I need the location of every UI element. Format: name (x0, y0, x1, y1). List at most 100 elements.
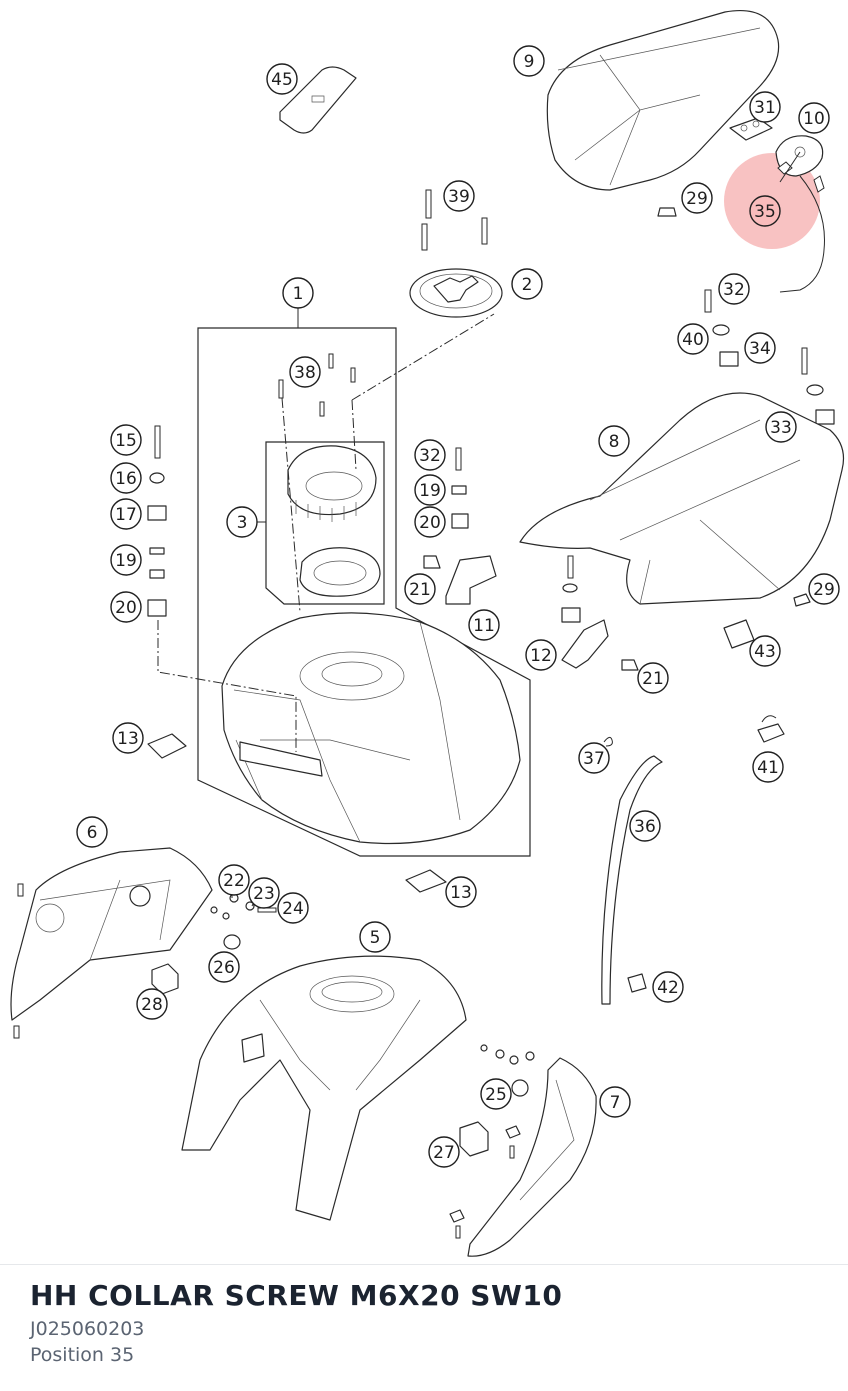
part-29-rubber-buffer[interactable] (657, 207, 811, 607)
svg-text:29: 29 (813, 580, 835, 600)
svg-text:33: 33 (770, 418, 792, 438)
svg-text:6: 6 (87, 823, 98, 843)
callout-8[interactable]: 8 (598, 425, 630, 457)
callout-42[interactable]: 42 (652, 971, 684, 1003)
callout-7[interactable]: 7 (599, 1086, 631, 1118)
part-34-rubber[interactable] (719, 351, 835, 425)
part-39-screws[interactable] (421, 189, 488, 251)
callout-28[interactable]: 28 (136, 988, 168, 1020)
callout-27[interactable]: 27 (428, 1136, 460, 1168)
part-27-bushing[interactable] (459, 1121, 489, 1157)
callout-29-right[interactable]: 29 (808, 573, 840, 605)
callout-1[interactable]: 1 (282, 277, 314, 309)
callout-15[interactable]: 15 (110, 424, 142, 456)
part-41-cable-clip[interactable] (757, 715, 785, 743)
part-7-side-cover-right[interactable] (467, 1057, 597, 1257)
callout-29-top[interactable]: 29 (681, 182, 713, 214)
callout-41[interactable]: 41 (752, 751, 784, 783)
part-5-tank-cover[interactable] (181, 955, 467, 1221)
callout-37[interactable]: 37 (578, 742, 610, 774)
callout-38[interactable]: 38 (289, 356, 321, 388)
part-20-rubber-ring[interactable] (147, 599, 167, 617)
callout-17[interactable]: 17 (110, 498, 142, 530)
callout-32-mid[interactable]: 32 (414, 439, 446, 471)
callout-25[interactable]: 25 (480, 1078, 512, 1110)
callout-20-left[interactable]: 20 (110, 591, 142, 623)
svg-text:17: 17 (115, 505, 137, 525)
part-11-bracket[interactable] (445, 555, 497, 605)
callout-33[interactable]: 33 (765, 411, 797, 443)
part-15-screw[interactable] (154, 425, 161, 459)
part-6-side-cover-left[interactable] (10, 847, 213, 1021)
part-6-screws[interactable] (13, 883, 24, 1039)
callout-22[interactable]: 22 (218, 864, 250, 896)
svg-text:25: 25 (485, 1085, 507, 1105)
callout-19-left[interactable]: 19 (110, 544, 142, 576)
callout-32-right[interactable]: 32 (718, 273, 750, 305)
callout-11[interactable]: 11 (468, 609, 500, 641)
svg-text:43: 43 (754, 642, 776, 662)
part-26-rubber[interactable] (223, 934, 241, 950)
callout-2[interactable]: 2 (511, 268, 543, 300)
part-20-rubber-mid[interactable] (451, 513, 469, 529)
callout-39[interactable]: 39 (443, 180, 475, 212)
part-3-fuel-pump[interactable] (287, 445, 381, 597)
svg-text:9: 9 (524, 52, 535, 72)
part-42-clip[interactable] (627, 973, 647, 993)
callout-31[interactable]: 31 (749, 91, 781, 123)
part-19-bushing[interactable] (149, 547, 165, 579)
callout-16[interactable]: 16 (110, 462, 142, 494)
callout-12[interactable]: 12 (525, 639, 557, 671)
svg-text:41: 41 (757, 758, 779, 778)
part-13-rubber-pad[interactable] (147, 733, 447, 893)
part-12-bracket[interactable] (561, 555, 609, 669)
part-45-key[interactable] (279, 66, 357, 134)
callout-36[interactable]: 36 (629, 810, 661, 842)
part-36-hose[interactable] (601, 755, 663, 1005)
callout-19-mid[interactable]: 19 (414, 474, 446, 506)
callout-43[interactable]: 43 (749, 635, 781, 667)
callout-34[interactable]: 34 (744, 332, 776, 364)
svg-text:29: 29 (686, 189, 708, 209)
part-7-fasteners[interactable] (449, 1044, 535, 1239)
part-28-bushing[interactable] (151, 963, 179, 995)
callout-13-upper[interactable]: 13 (112, 722, 144, 754)
callout-3[interactable]: 3 (226, 506, 258, 538)
callout-21-right[interactable]: 21 (637, 662, 669, 694)
part-32-screw-right[interactable] (704, 289, 808, 375)
callout-20-mid[interactable]: 20 (414, 506, 446, 538)
part-40-washer[interactable] (712, 324, 824, 396)
part-1-fuel-tank[interactable] (221, 612, 521, 845)
callout-45[interactable]: 45 (266, 63, 298, 95)
callout-9[interactable]: 9 (513, 45, 545, 77)
svg-text:20: 20 (419, 513, 441, 533)
svg-text:3: 3 (237, 513, 248, 533)
callout-23[interactable]: 23 (248, 877, 280, 909)
callout-26[interactable]: 26 (208, 951, 240, 983)
part-31-clip[interactable] (729, 117, 773, 141)
part-2-fuel-cap[interactable] (409, 268, 503, 318)
part-32-screw-mid[interactable] (455, 447, 462, 471)
part-35-collar-screw[interactable] (777, 161, 825, 193)
part-37-wire-clip[interactable] (603, 736, 613, 747)
callout-35[interactable]: 35 (749, 195, 781, 227)
part-38-screws[interactable] (278, 353, 356, 417)
part-16-nut[interactable] (149, 472, 165, 484)
callout-13-lower[interactable]: 13 (445, 876, 477, 908)
callout-40[interactable]: 40 (677, 323, 709, 355)
part-43-clip[interactable] (723, 619, 755, 649)
callout-10[interactable]: 10 (798, 102, 830, 134)
part-25-rubber[interactable] (511, 1079, 529, 1097)
svg-text:28: 28 (141, 995, 163, 1015)
part-19-bushing-mid[interactable] (451, 485, 467, 495)
part-21-nut-right[interactable] (621, 659, 639, 671)
part-21-nut-mid[interactable] (423, 555, 441, 569)
callout-5[interactable]: 5 (359, 921, 391, 953)
callout-6[interactable]: 6 (76, 816, 108, 848)
svg-text:32: 32 (419, 446, 441, 466)
part-9-pillion-seat[interactable] (546, 10, 780, 191)
callout-24[interactable]: 24 (277, 892, 309, 924)
callout-21-mid[interactable]: 21 (404, 573, 436, 605)
part-8-rider-seat[interactable] (519, 392, 845, 605)
part-17-rubber[interactable] (147, 505, 167, 521)
